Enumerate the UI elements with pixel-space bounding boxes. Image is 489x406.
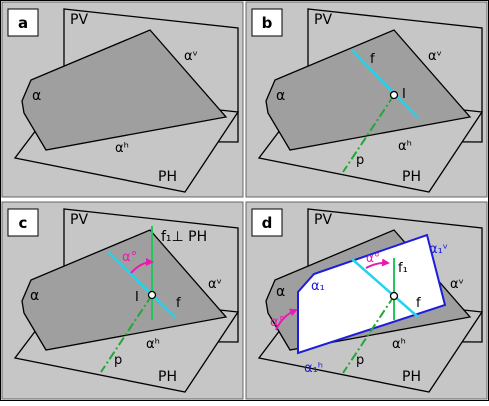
line-f bbox=[107, 251, 177, 319]
label-ph: PH bbox=[158, 369, 177, 385]
label-p: p bbox=[356, 353, 364, 368]
label-alpha-h: αʰ bbox=[392, 337, 406, 352]
line-f bbox=[351, 49, 419, 119]
panel-c: c PV α αᵛ αʰ PH f I p f₁⊥ PH α° bbox=[1, 201, 244, 400]
label-p: p bbox=[114, 353, 122, 368]
label-alpha-v: αᵛ bbox=[184, 49, 198, 64]
label-alpha: α bbox=[30, 288, 39, 304]
label-alpha: α bbox=[276, 88, 285, 104]
label-ph: PH bbox=[402, 369, 421, 385]
label-p: p bbox=[356, 153, 364, 168]
plane-alpha bbox=[21, 229, 228, 351]
panel-a: a PV α αᵛ αʰ PH bbox=[1, 1, 244, 198]
angle-arrow-top bbox=[365, 258, 390, 269]
panel-label: a bbox=[18, 14, 28, 32]
label-point-i: I bbox=[402, 87, 406, 102]
label-alpha: α bbox=[32, 88, 41, 104]
label-alpha-h: αʰ bbox=[115, 141, 129, 156]
angle-arrow-left bbox=[275, 308, 298, 331]
panel-label-box bbox=[251, 8, 283, 37]
label-f: f bbox=[370, 52, 375, 67]
line-p bbox=[100, 294, 153, 373]
plane-alpha bbox=[21, 29, 228, 151]
label-alpha-v: αᵛ bbox=[428, 49, 442, 64]
label-f: f bbox=[416, 296, 421, 311]
label-pv: PV bbox=[314, 12, 332, 28]
label-pv: PV bbox=[70, 212, 88, 228]
label-pv: PV bbox=[70, 12, 88, 28]
panel-label-box bbox=[7, 8, 39, 37]
panel-d: d PV α αᵛ αʰ PH f p f₁ α° α° α₁ α₁ᵛ α₁ʰ bbox=[245, 201, 488, 400]
panel-b: b PV α αᵛ αʰ PH f I p bbox=[245, 1, 488, 198]
label-alpha-h: αʰ bbox=[146, 337, 160, 352]
line-p bbox=[342, 94, 395, 173]
label-pv: PV bbox=[314, 212, 332, 228]
point-i bbox=[147, 290, 157, 300]
label-f: f bbox=[176, 296, 181, 311]
panel-label: c bbox=[19, 214, 28, 232]
label-alpha-v: αᵛ bbox=[208, 277, 222, 292]
panel-label-box bbox=[7, 208, 39, 237]
label-ph: PH bbox=[158, 169, 177, 185]
panel-label-box bbox=[251, 208, 283, 237]
line-f bbox=[351, 258, 419, 318]
plane-alpha1 bbox=[297, 233, 447, 355]
label-f1: f₁ bbox=[398, 261, 408, 276]
label-alpha1: α₁ bbox=[311, 279, 325, 294]
label-alpha: α bbox=[276, 284, 285, 300]
label-alpha-angle: α° bbox=[122, 250, 137, 265]
label-alpha-angle-left: α° bbox=[270, 315, 285, 330]
label-alpha-v: αᵛ bbox=[450, 277, 464, 292]
angle-arrow bbox=[130, 258, 154, 274]
label-alpha-angle-top: α° bbox=[366, 251, 380, 265]
line-p bbox=[342, 295, 395, 374]
label-alpha-h: αʰ bbox=[398, 139, 412, 154]
label-ph: PH bbox=[402, 169, 421, 185]
panel-label: d bbox=[262, 214, 273, 232]
label-f1-perp-ph: f₁⊥ PH bbox=[161, 229, 207, 245]
label-point-i: I bbox=[135, 290, 139, 305]
point-i bbox=[389, 90, 399, 100]
panel-label: b bbox=[262, 14, 273, 32]
plane-alpha bbox=[265, 29, 472, 151]
point-i bbox=[389, 291, 399, 301]
label-alpha1-v: α₁ᵛ bbox=[429, 242, 448, 257]
label-alpha1-h: α₁ʰ bbox=[304, 361, 323, 376]
